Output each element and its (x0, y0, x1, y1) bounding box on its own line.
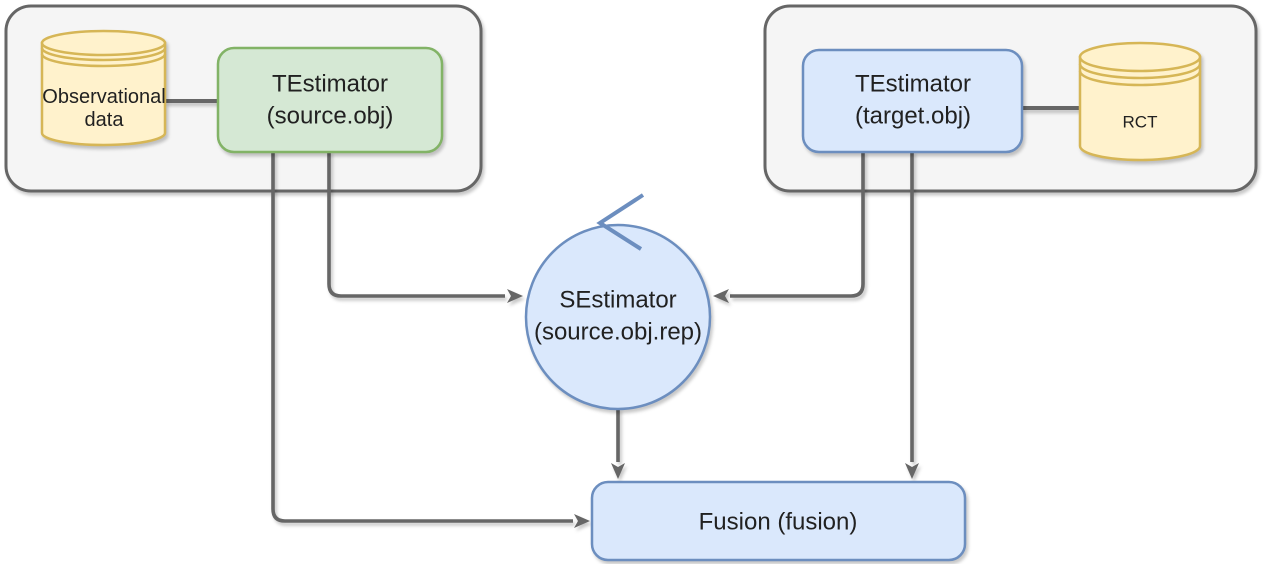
sestimator-node (524, 223, 712, 411)
svg-text:(target.obj): (target.obj) (855, 103, 971, 130)
rct-database-cylinder (1078, 41, 1202, 162)
observational-database-label: Observational data (42, 86, 165, 131)
svg-text:(source.obj): (source.obj) (267, 103, 394, 130)
fusion-node (590, 480, 967, 562)
source-testimator-node (216, 46, 444, 154)
svg-text:SEstimator: SEstimator (559, 287, 676, 314)
edge-target-estimator-to-sestimator (713, 151, 865, 303)
svg-text:Fusion (fusion): Fusion (fusion) (699, 509, 858, 536)
fusion-label: Fusion (fusion) (699, 509, 858, 536)
edge-source-estimator-to-sestimator (327, 151, 523, 303)
source-testimator-label: TEstimator (source.obj) (267, 71, 394, 130)
loop-arrow-icon (596, 193, 645, 251)
sestimator-label: SEstimator (source.obj.rep) (534, 287, 702, 346)
svg-text:data: data (85, 109, 125, 131)
observational-database-cylinder (40, 29, 167, 147)
svg-text:RCT: RCT (1123, 113, 1158, 132)
svg-text:Observational: Observational (42, 86, 165, 108)
edge-sestimator-to-fusion (611, 408, 625, 479)
svg-text:TEstimator: TEstimator (272, 71, 388, 98)
rct-database-label: RCT (1123, 113, 1158, 132)
svg-text:(source.obj.rep): (source.obj.rep) (534, 319, 702, 346)
edge-source-estimator-to-fusion (271, 151, 590, 528)
target-testimator-label: TEstimator (target.obj) (855, 71, 971, 130)
edge-target-estimator-to-fusion (905, 151, 919, 479)
svg-text:TEstimator: TEstimator (855, 71, 971, 98)
target-testimator-node (801, 48, 1024, 154)
